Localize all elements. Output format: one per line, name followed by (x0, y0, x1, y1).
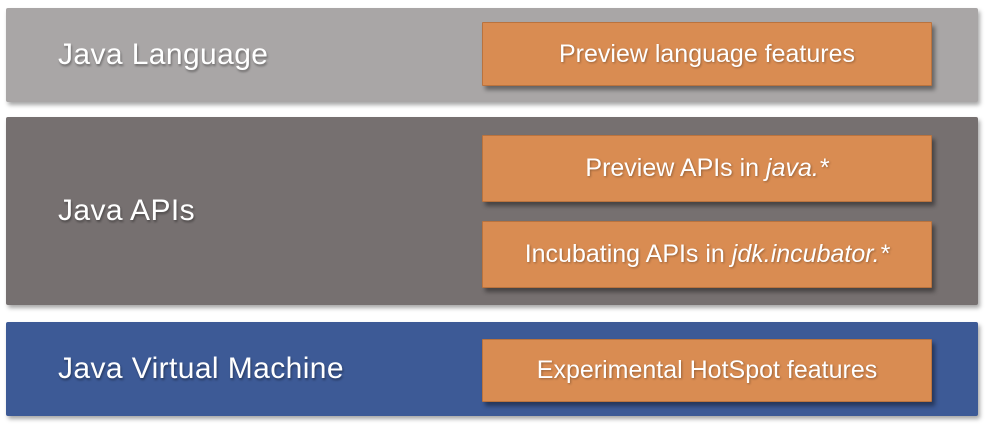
layer-label-java-virtual-machine: Java Virtual Machine (58, 352, 344, 385)
layer-java-language: Java Language Preview language features (6, 8, 978, 102)
feature-text: Experimental HotSpot features (536, 356, 878, 384)
feature-code-text: java.* (766, 154, 829, 182)
feature-text: Incubating APIs in (524, 240, 732, 268)
feature-code-text: jdk.incubator.* (731, 240, 890, 268)
feature-text: Preview APIs in (585, 154, 767, 182)
layer-java-virtual-machine: Java Virtual Machine Experimental HotSpo… (6, 322, 978, 416)
feature-box-incubating-apis: Incubating APIs in jdk.incubator.* (482, 221, 932, 288)
layer-java-apis: Java APIs Preview APIs in java.* Incubat… (6, 117, 978, 305)
feature-box-preview-language-features: Preview language features (482, 22, 932, 86)
layer-label-java-language: Java Language (58, 38, 269, 71)
feature-text: Preview language features (558, 39, 856, 68)
feature-box-preview-apis: Preview APIs in java.* (482, 135, 932, 202)
layer-label-java-apis: Java APIs (58, 194, 196, 227)
feature-box-experimental-hotspot: Experimental HotSpot features (482, 339, 932, 402)
